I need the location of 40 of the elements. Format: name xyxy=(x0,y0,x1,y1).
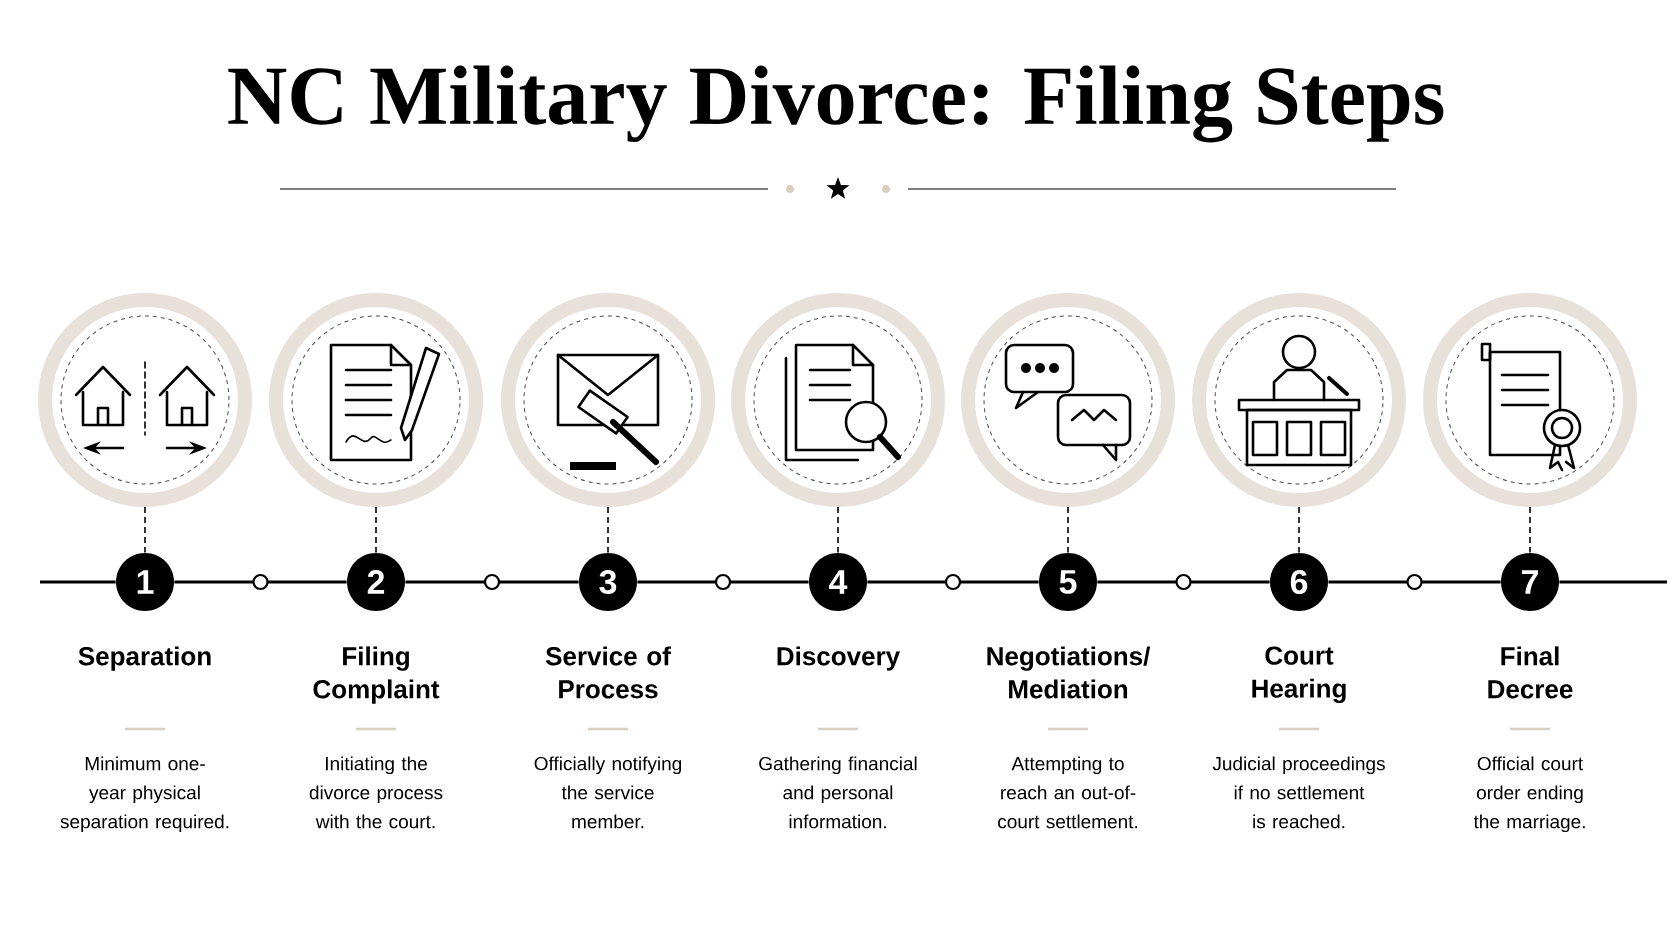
step-title: Final Decree xyxy=(1488,646,1573,699)
step-title: Court Hearing xyxy=(1252,646,1346,704)
timeline-connector xyxy=(174,580,347,584)
step-description: Official court order ending the marriage. xyxy=(1473,756,1585,833)
step-description: Gathering financial and personal information. xyxy=(759,756,917,829)
icon-circle xyxy=(1423,293,1637,507)
step-description: Judicial proceedings if no settlement is reached. xyxy=(1212,756,1385,829)
icon-circle xyxy=(1192,293,1406,507)
timeline-connector xyxy=(867,580,1039,584)
step-description: Officially notifying the service member. xyxy=(534,756,682,829)
step-number: 7 xyxy=(1501,553,1559,611)
step-description: Minimum one-year physical separation required. xyxy=(60,756,229,833)
step-title: Filing Complaint xyxy=(313,646,440,704)
icon-circle xyxy=(501,293,715,507)
timeline-connector xyxy=(1328,580,1501,584)
timeline-connector xyxy=(637,580,809,584)
step-title: Separation xyxy=(78,646,211,671)
timeline-connector xyxy=(1529,506,1531,554)
step-number: 3 xyxy=(579,553,637,611)
timeline-connector xyxy=(607,506,609,554)
step-number: 5 xyxy=(1039,553,1097,611)
step-number: 4 xyxy=(809,553,867,611)
timeline-connector xyxy=(375,506,377,554)
icon-circle xyxy=(38,293,252,507)
icon-circle xyxy=(269,293,483,507)
timeline-connector xyxy=(1298,506,1300,554)
step-title: Negotiations/ Mediation xyxy=(987,646,1151,699)
step-number: 6 xyxy=(1270,553,1328,611)
title: NC Military Divorce: Filing Steps xyxy=(228,65,1444,143)
timeline-connector xyxy=(405,580,579,584)
timeline-connector xyxy=(1067,506,1069,554)
step-description: Attempting to reach an out-of-court settlement. xyxy=(998,756,1137,829)
timeline-connector xyxy=(144,506,146,554)
timeline-connector xyxy=(837,506,839,554)
step-number: 1 xyxy=(116,553,174,611)
step-number: 2 xyxy=(347,553,405,611)
step-description: Initiating the divorce process with the court. xyxy=(309,756,443,829)
step-title: Service of Process xyxy=(545,646,671,699)
timeline-connector xyxy=(1097,580,1270,584)
step-title: Discovery xyxy=(777,646,900,671)
